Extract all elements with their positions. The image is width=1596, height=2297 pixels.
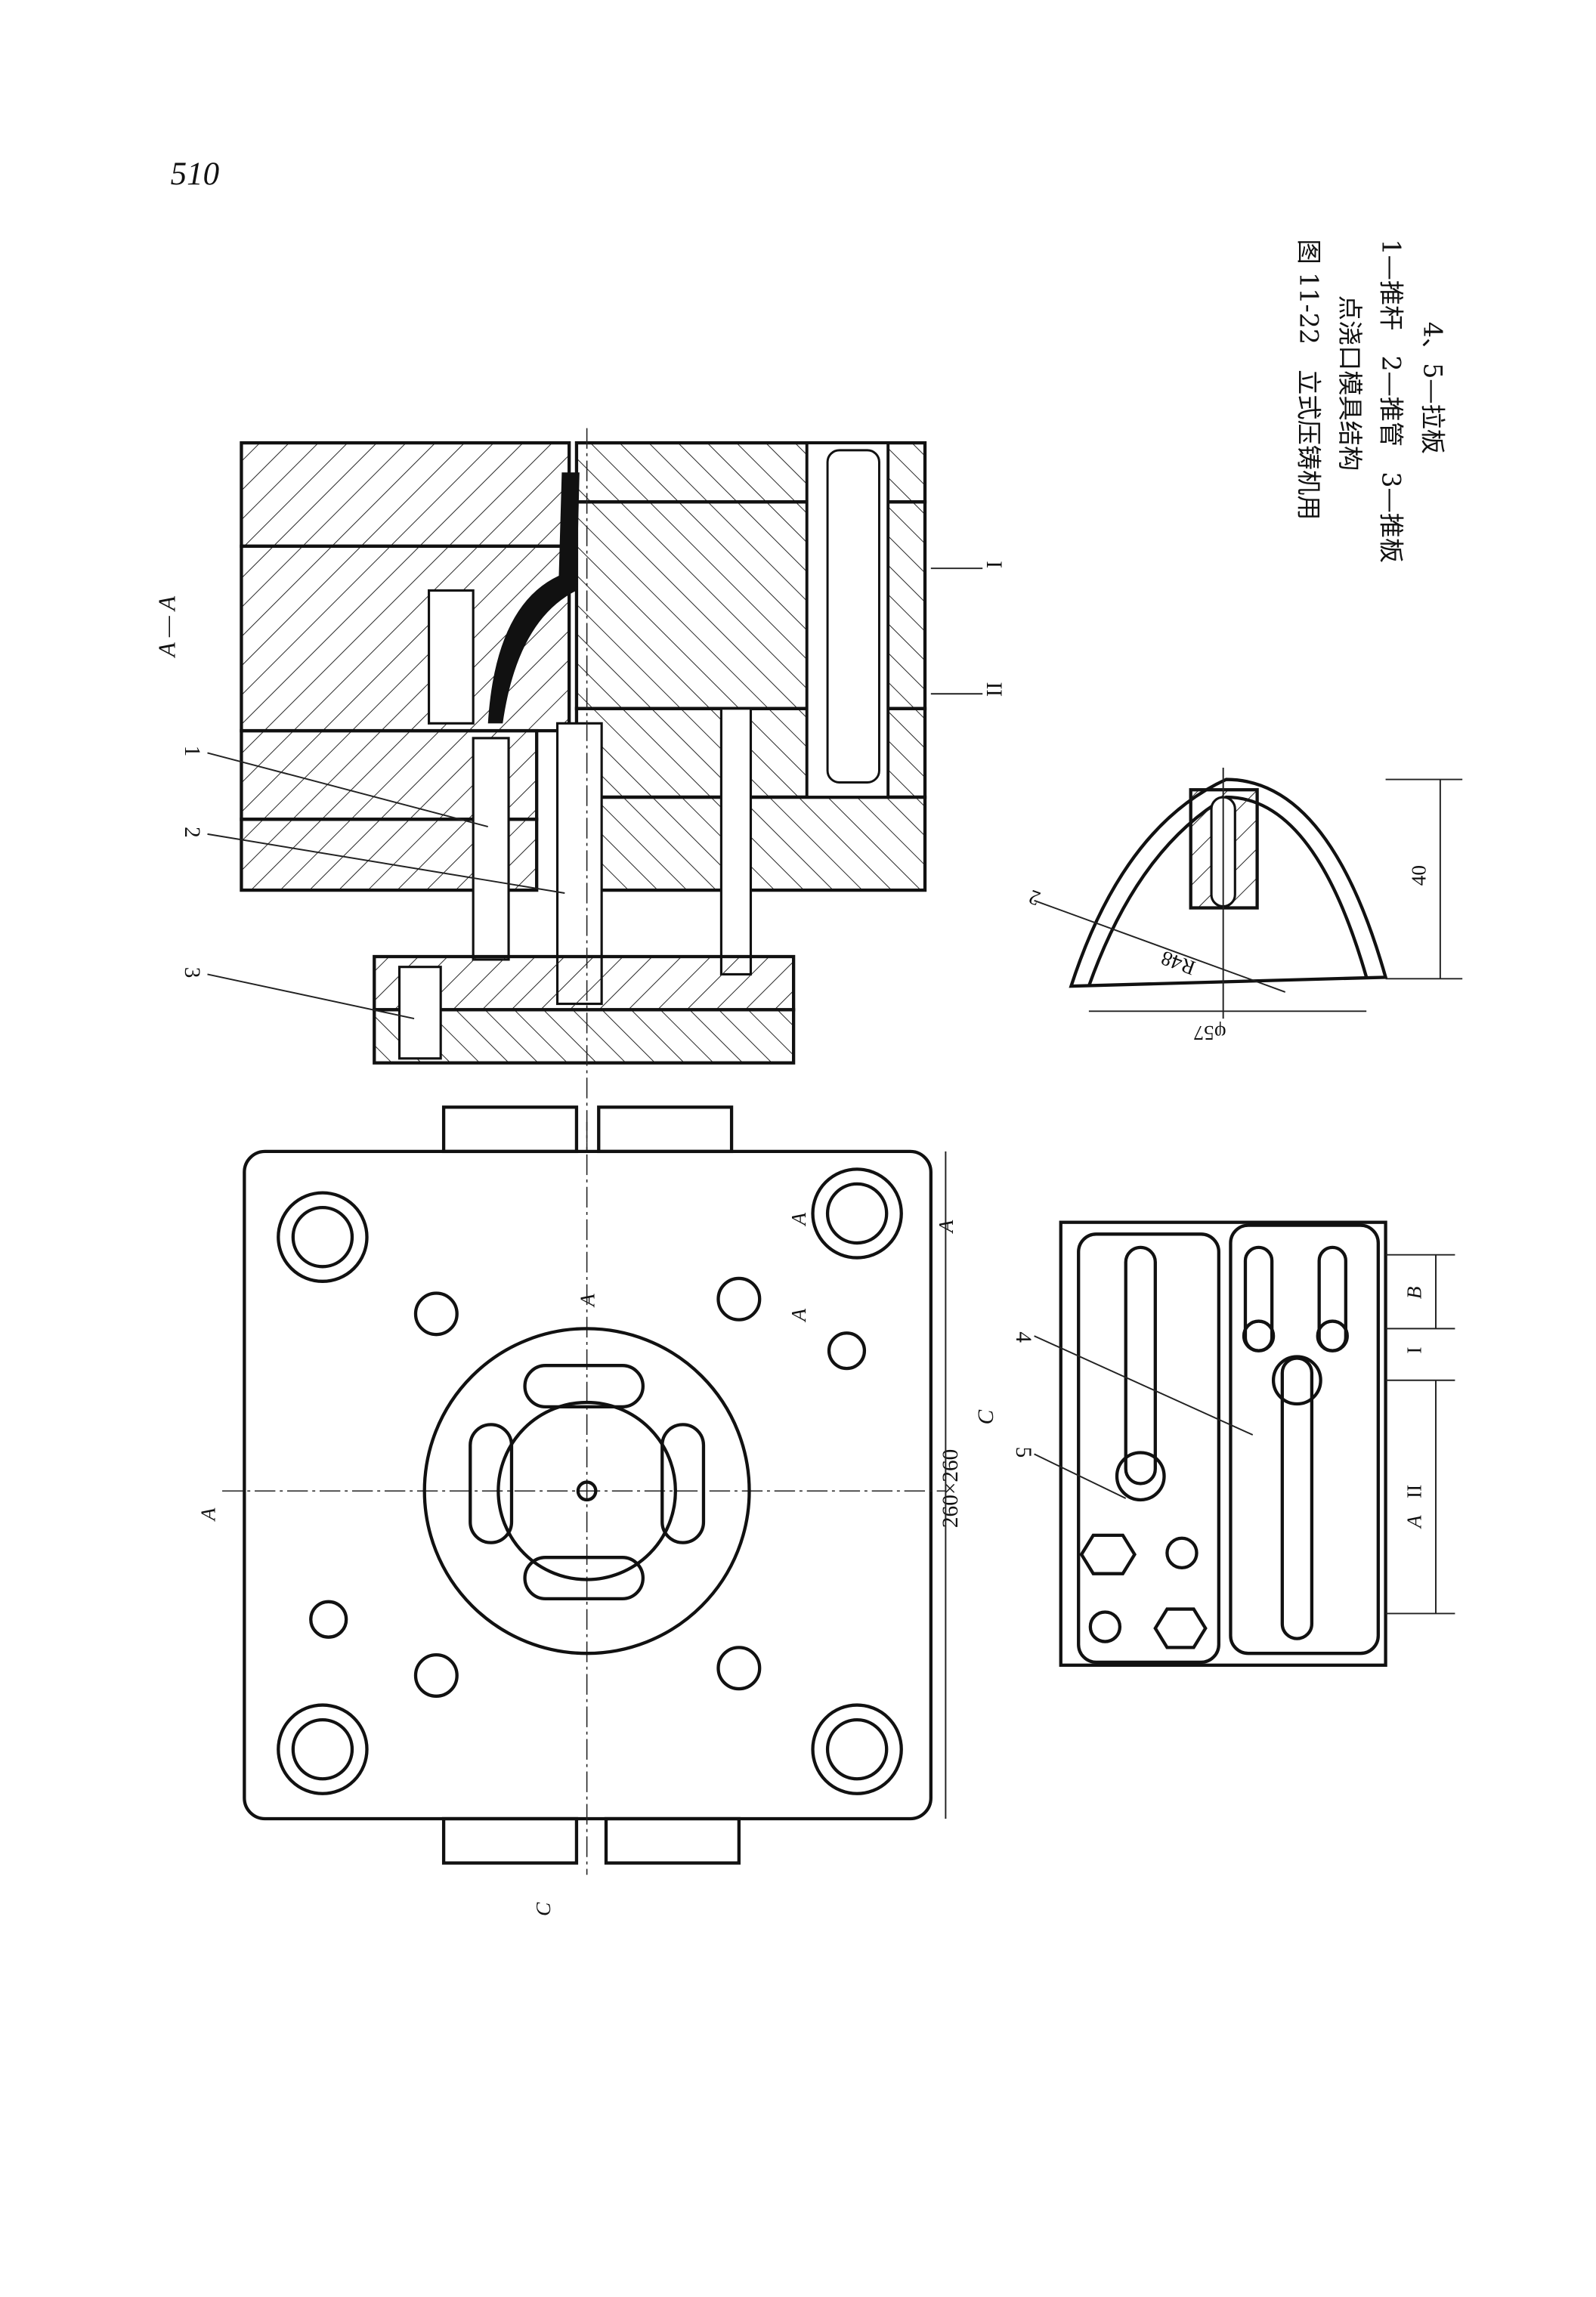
- section-view-a-a: A — A I II 1 2 3: [154, 428, 1006, 1152]
- thickness-dimension: 2: [1025, 886, 1043, 910]
- view-arrow-c: C: [532, 1902, 555, 1916]
- caption-title-line1: 图 11-22 立式压铸机用: [1294, 240, 1323, 521]
- section-mark-i: I: [982, 561, 1006, 568]
- caption-title-line2: 点浇口模具结构: [1335, 295, 1365, 471]
- section-mark-ii: II: [982, 682, 1006, 697]
- dim-a: A: [1403, 1515, 1425, 1529]
- callout-1: 1: [180, 746, 204, 757]
- diameter-dimension: φ57: [1193, 1022, 1226, 1044]
- section-mark-a2: A: [576, 1294, 598, 1308]
- height-dimension: 40: [1407, 865, 1430, 886]
- callout-4: 4: [1011, 1331, 1035, 1343]
- page-number: 510: [171, 156, 219, 192]
- section-mark-a5: A: [935, 1220, 957, 1234]
- dome-detail: 40 φ57 R48 2: [1025, 767, 1463, 1044]
- mark-ii: II: [1403, 1485, 1425, 1498]
- slot-plate-detail: B A I II 4 5: [1011, 1220, 1455, 1667]
- view-label-c: C: [974, 1409, 998, 1424]
- section-label: A — A: [154, 595, 181, 658]
- section-mark-a3: A: [787, 1213, 810, 1227]
- caption-legend-line2: 4、5—拉板: [1418, 322, 1447, 454]
- section-mark-a1: A: [196, 1507, 219, 1522]
- callout-2: 2: [180, 827, 204, 838]
- caption-legend-line1: 1—推杆 2—推管 3—推板: [1377, 240, 1406, 564]
- section-mark-a4: A: [787, 1309, 810, 1323]
- callout-3: 3: [180, 967, 204, 978]
- size-dimension: 260×260: [939, 1449, 963, 1528]
- dim-b: B: [1403, 1286, 1425, 1299]
- figure-caption: 图 11-22 立式压铸机用 点浇口模具结构 1—推杆 2—推管 3—推板 4、…: [1294, 240, 1447, 564]
- mark-i: I: [1403, 1346, 1425, 1353]
- callout-5: 5: [1011, 1447, 1035, 1458]
- radius-dimension: R48: [1158, 947, 1198, 980]
- plan-view: 260×260 C A A A A A C: [196, 1105, 998, 1916]
